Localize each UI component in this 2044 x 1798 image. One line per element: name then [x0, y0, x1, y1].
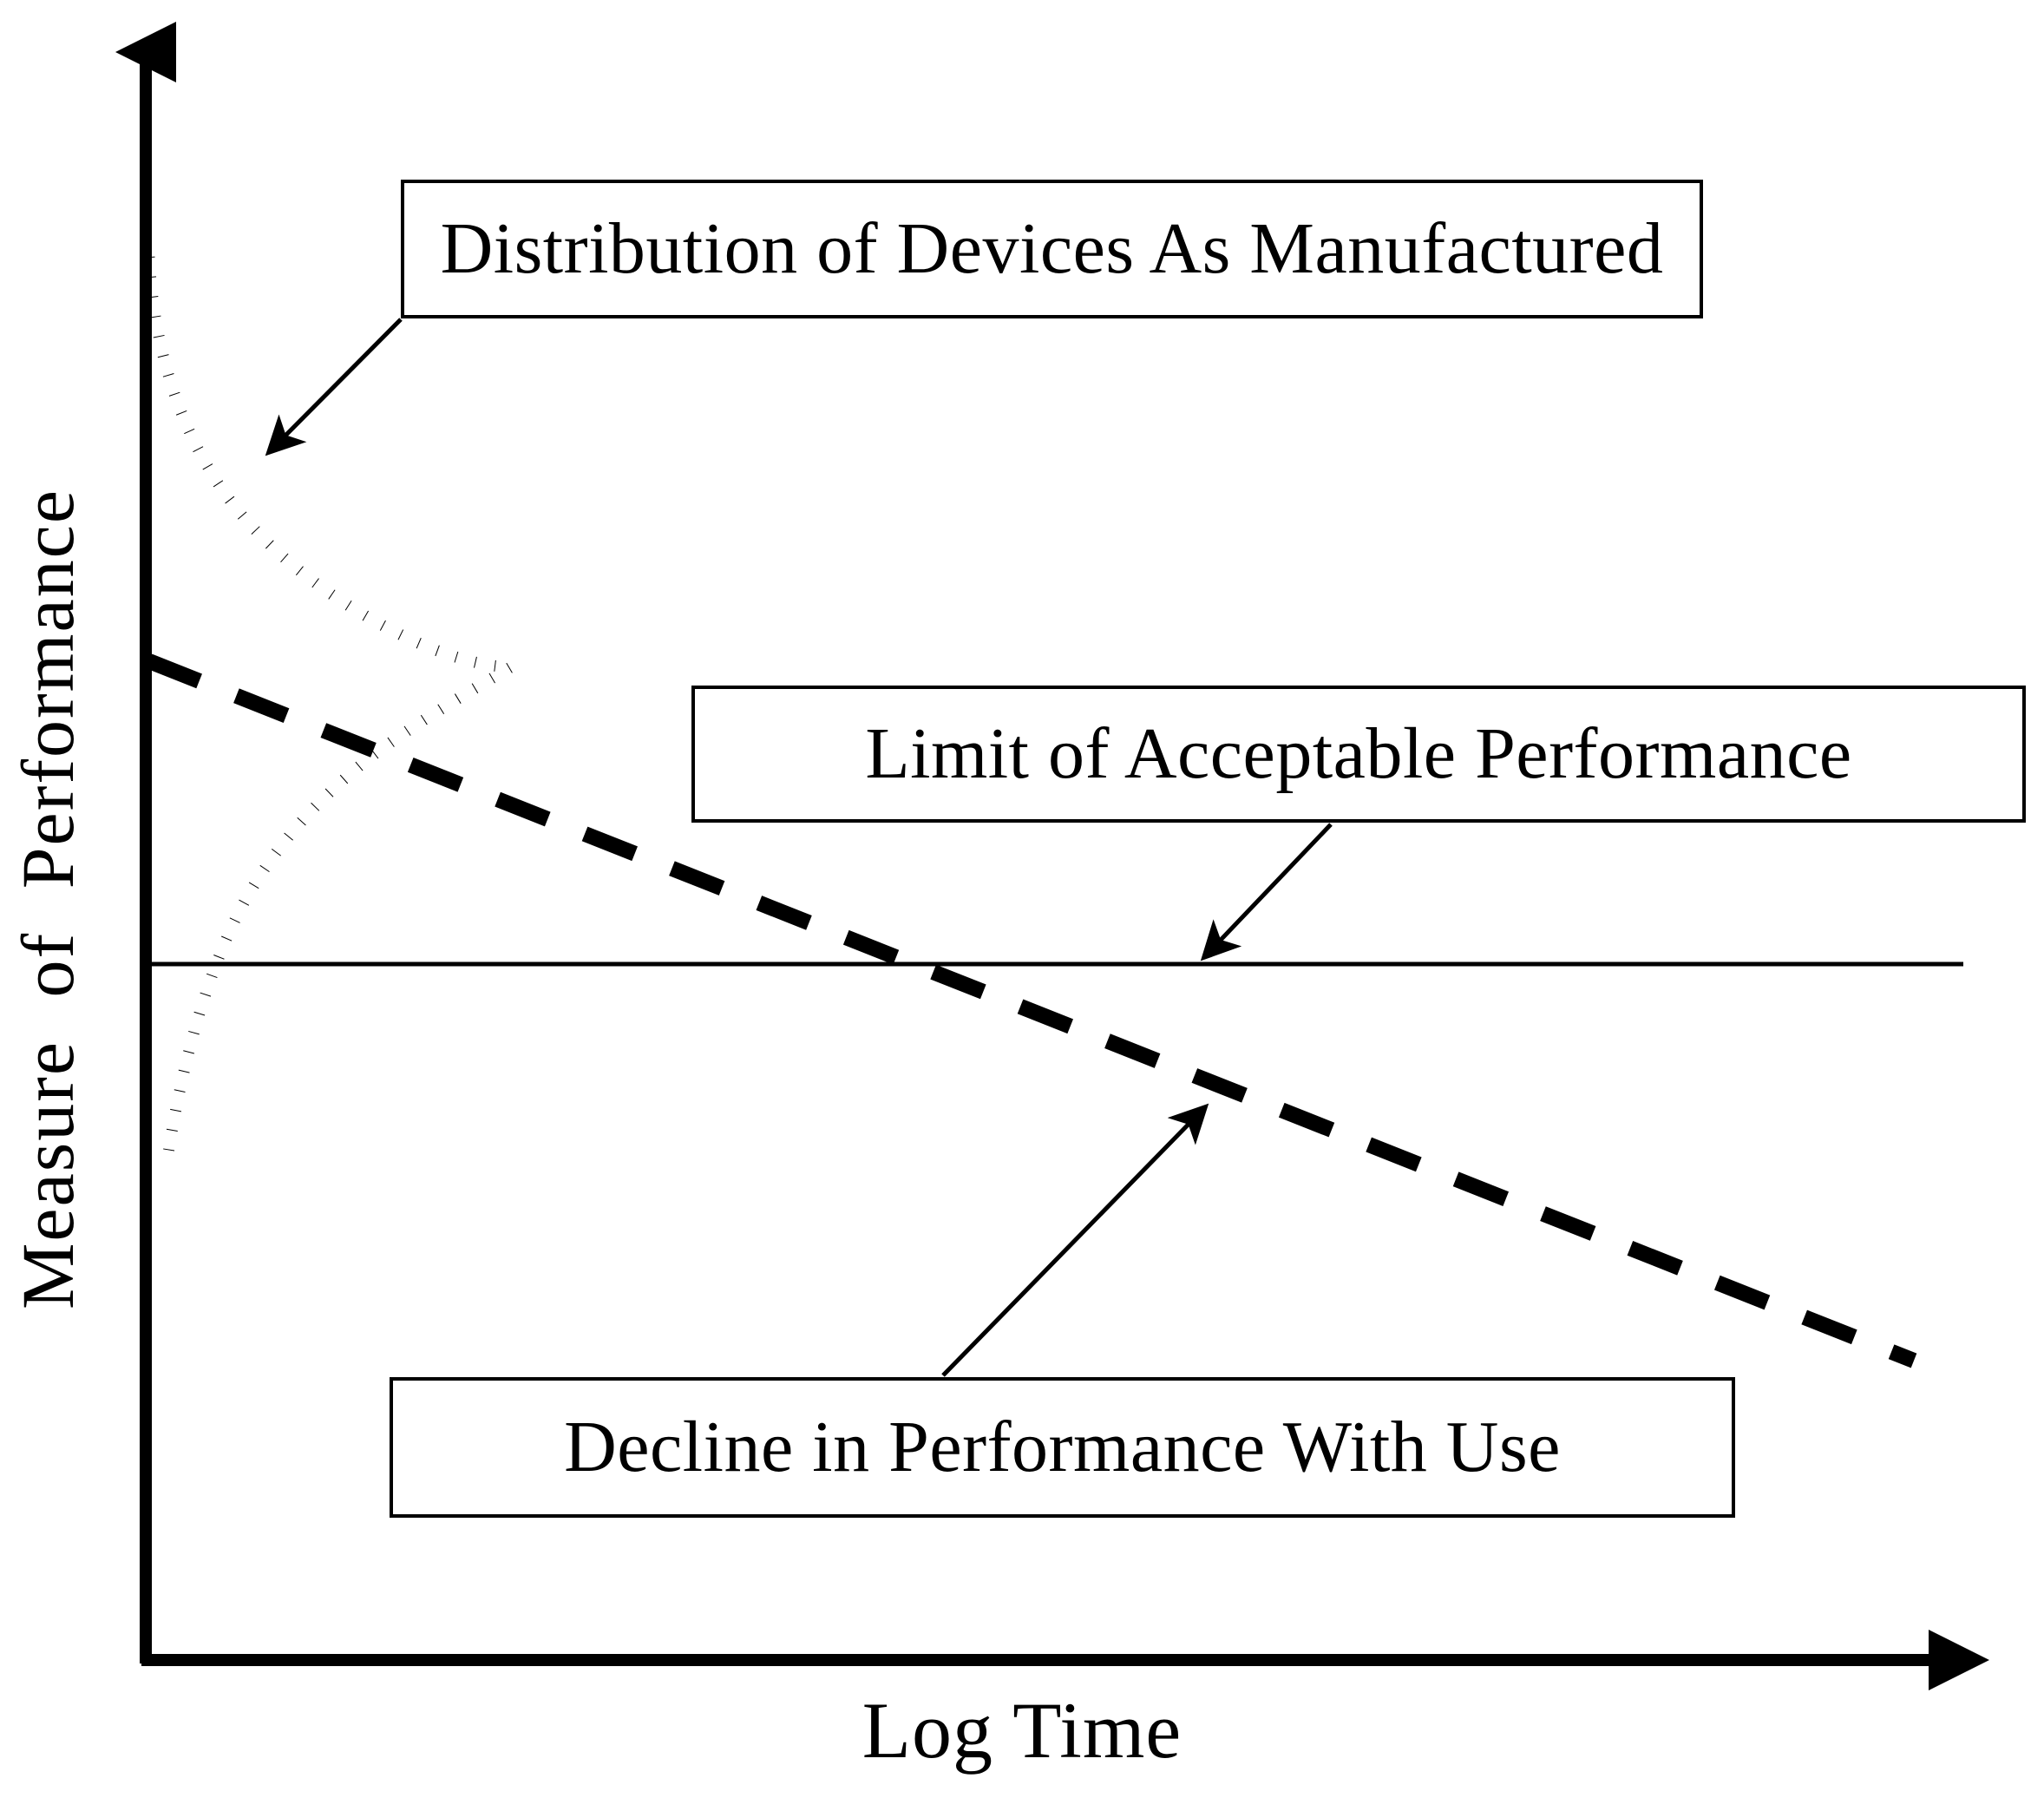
x-axis-title: Log Time [0, 1690, 2044, 1770]
callout-arrows-group [265, 318, 1333, 1377]
x-axis-title-text: Log Time [861, 1686, 1183, 1775]
callout-limit-of-acceptable-performance: Limit of Acceptable Performance [691, 686, 2026, 823]
axes-group [115, 22, 1989, 1690]
callout-distribution-label: Distribution of Devices As Manufactured [440, 208, 1664, 289]
distribution-callout-arrow [265, 318, 403, 456]
limit-callout-arrow [1200, 823, 1333, 961]
callout-distribution-of-devices: Distribution of Devices As Manufactured [401, 180, 1703, 318]
decline-line [146, 653, 1917, 1368]
callout-decline-label: Decline in Performance With Use [564, 1407, 1561, 1487]
y-axis-title-text: Measure of Performance [6, 488, 89, 1310]
callout-decline-in-performance: Decline in Performance With Use [390, 1377, 1735, 1518]
y-axis-title: Measure of Performance [0, 0, 95, 1798]
decline-callout-arrow [941, 1103, 1209, 1377]
callout-limit-label: Limit of Acceptable Performance [865, 713, 1852, 794]
